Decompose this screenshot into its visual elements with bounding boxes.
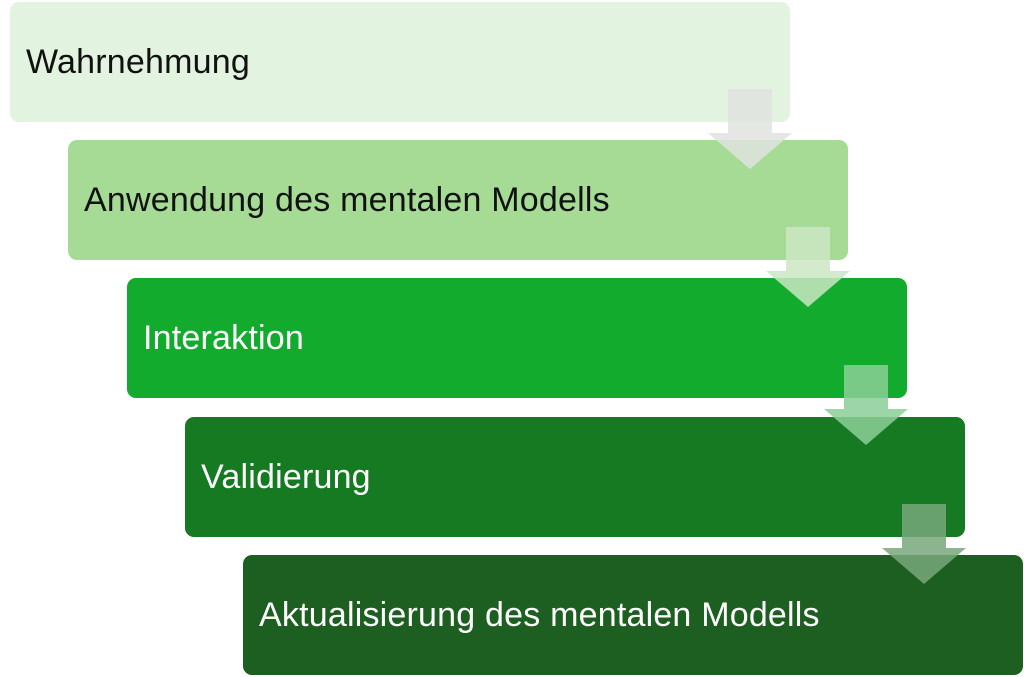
step-aktualisierung-mentales-modell: Aktualisierung des mentalen Modells (243, 555, 1023, 675)
step-label: Validierung (201, 457, 371, 496)
step-validierung: Validierung (185, 417, 965, 537)
step-interaktion: Interaktion (127, 278, 907, 398)
down-arrow-icon (824, 365, 908, 445)
step-label: Aktualisierung des mentalen Modells (259, 595, 820, 634)
down-arrow-icon (882, 504, 966, 584)
step-wahrnehmung: Wahrnehmung (10, 2, 790, 122)
step-anwendung-mentales-modell: Anwendung des mentalen Modells (68, 140, 848, 260)
down-arrow-icon (766, 227, 850, 307)
step-label: Interaktion (143, 318, 304, 357)
down-arrow-icon (708, 89, 792, 169)
step-label: Wahrnehmung (26, 42, 250, 81)
step-label: Anwendung des mentalen Modells (84, 180, 610, 219)
